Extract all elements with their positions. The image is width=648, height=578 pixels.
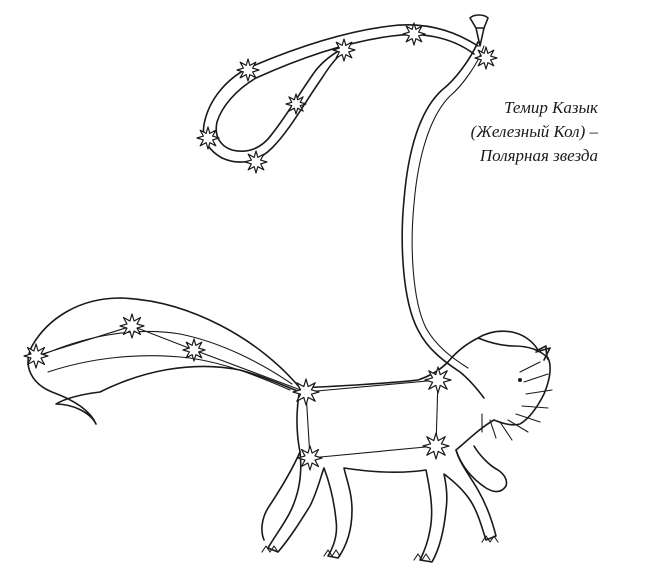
caption-line-2: (Железный Кол) – (428, 120, 598, 144)
star-icon (120, 314, 144, 338)
caption: Темир Казык (Железный Кол) – Полярная зв… (428, 96, 598, 168)
star-icon (423, 433, 449, 459)
star-icon (425, 367, 451, 393)
tether-line-inner (412, 46, 484, 368)
star-icon (197, 127, 219, 149)
star-icon (333, 39, 355, 61)
caption-line-1: Темир Казык (428, 96, 598, 120)
star-icon (403, 23, 425, 45)
stars-layer (24, 23, 497, 470)
horse-tail-strands (40, 331, 292, 390)
horse-head (478, 331, 548, 359)
star-icon (293, 379, 319, 405)
ground-tufts (262, 536, 498, 560)
horse-front-leg (456, 446, 507, 492)
star-icon (237, 59, 259, 81)
star-icon (286, 94, 306, 114)
horse-tail (28, 298, 300, 424)
star-icon (298, 446, 322, 470)
horse-eye (518, 378, 522, 382)
star-icon (245, 151, 267, 173)
star-icon (475, 47, 497, 69)
star-icon (183, 339, 205, 361)
iron-stake-icon (470, 15, 488, 46)
caption-line-3: Полярная звезда (428, 144, 598, 168)
star-icon (24, 344, 48, 368)
horse-mane (482, 362, 552, 440)
